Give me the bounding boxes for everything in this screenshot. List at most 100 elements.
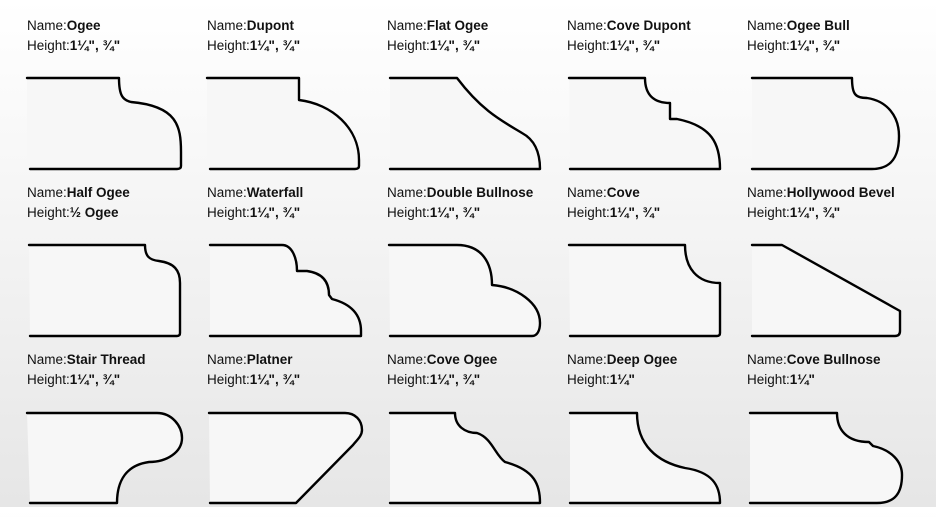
profile-outline [567, 76, 722, 171]
height-prefix: Height: [27, 372, 70, 387]
profile-name: Ogee Bull [786, 18, 850, 33]
profile-outline [750, 76, 901, 171]
profile-name-line: Name:Flat Ogee [387, 18, 488, 34]
profile-name: Waterfall [246, 185, 304, 200]
profile-outline [208, 243, 363, 338]
profile-name: Cove [606, 185, 640, 200]
profile-outline [207, 411, 364, 505]
hollywood-bevel-icon [750, 243, 902, 338]
profile-name: Cove Dupont [606, 18, 691, 33]
profile-height-line: Height:1¼", ¾" [207, 372, 300, 388]
profile-outline [568, 411, 722, 505]
height-prefix: Height: [567, 38, 610, 53]
profile-name-line: Name:Half Ogee [27, 185, 130, 201]
profile-outline [25, 411, 184, 505]
profile-height-line: Height:1¼", ¾" [207, 205, 300, 221]
profile-height: 1¼", ¾" [609, 38, 661, 53]
flat-ogee-icon [388, 76, 542, 171]
profile-name-line: Name:Dupont [207, 18, 294, 34]
name-prefix: Name: [207, 18, 247, 33]
name-prefix: Name: [207, 352, 247, 367]
profile-height-line: Height:1¼", ¾" [207, 38, 300, 54]
profile-name: Hollywood Bevel [786, 185, 895, 200]
profile-height: 1¼", ¾" [249, 38, 301, 53]
profile-name-line: Name:Double Bullnose [387, 185, 533, 201]
platner-icon [207, 411, 364, 505]
profile-height: 1¼", ¾" [429, 205, 481, 220]
name-prefix: Name: [27, 185, 67, 200]
profile-body [29, 245, 180, 336]
profile-name: Double Bullnose [426, 185, 534, 200]
profile-name-line: Name:Cove Dupont [567, 18, 691, 34]
profile-height: 1¼", ¾" [249, 372, 301, 387]
name-prefix: Name: [747, 18, 787, 33]
profile-body [207, 78, 359, 169]
profile-outline [748, 411, 904, 505]
name-prefix: Name: [387, 185, 427, 200]
profile-name: Half Ogee [66, 185, 130, 200]
name-prefix: Name: [567, 352, 607, 367]
profile-name-line: Name:Cove Ogee [387, 352, 497, 368]
double-bullnose-icon [387, 243, 542, 338]
name-prefix: Name: [387, 18, 427, 33]
profile-outline [388, 76, 542, 171]
profile-height-line: Height:1¼", ¾" [747, 205, 840, 221]
profile-height-line: Height:1¼" [747, 372, 815, 388]
profile-name-line: Name:Ogee [27, 18, 101, 34]
profile-outline [387, 243, 542, 338]
name-prefix: Name: [27, 352, 67, 367]
profile-height-line: Height:1¼", ¾" [387, 205, 480, 221]
height-prefix: Height: [747, 205, 790, 220]
profile-body [752, 245, 900, 336]
name-prefix: Name: [567, 18, 607, 33]
profile-body [569, 245, 720, 336]
profile-name-line: Name:Waterfall [207, 185, 303, 201]
height-prefix: Height: [387, 205, 430, 220]
profile-body [569, 78, 720, 169]
profile-name: Stair Thread [66, 352, 146, 367]
profile-height: 1¼" [609, 372, 635, 387]
cove-bullnose-icon [748, 411, 904, 505]
profile-name-line: Name:Platner [207, 352, 293, 368]
profile-body [390, 78, 540, 169]
name-prefix: Name: [747, 352, 787, 367]
profile-outline [750, 243, 902, 338]
profile-height-line: Height:1¼", ¾" [567, 38, 660, 54]
profile-height: 1¼", ¾" [609, 205, 661, 220]
profile-body [390, 413, 540, 503]
cove-icon [567, 243, 722, 338]
profile-outline [567, 243, 722, 338]
profile-name-line: Name:Cove Bullnose [747, 352, 881, 368]
height-prefix: Height: [747, 372, 790, 387]
stair-thread-icon [25, 411, 184, 505]
cove-dupont-icon [567, 76, 722, 171]
profile-height: 1¼", ¾" [789, 205, 841, 220]
profile-name: Dupont [246, 18, 294, 33]
profile-body [752, 78, 899, 169]
height-prefix: Height: [567, 372, 610, 387]
profile-height: 1¼", ¾" [429, 38, 481, 53]
profile-body [209, 413, 362, 503]
cove-ogee-icon [388, 411, 542, 505]
name-prefix: Name: [747, 185, 787, 200]
profile-name: Deep Ogee [606, 352, 678, 367]
ogee-icon [25, 76, 183, 171]
profile-height-line: Height:1¼" [567, 372, 635, 388]
profile-height: 1¼", ¾" [789, 38, 841, 53]
ogee-bull-icon [750, 76, 901, 171]
profile-name-line: Name:Cove [567, 185, 640, 201]
profile-body [389, 245, 540, 336]
height-prefix: Height: [207, 372, 250, 387]
waterfall-icon [208, 243, 363, 338]
